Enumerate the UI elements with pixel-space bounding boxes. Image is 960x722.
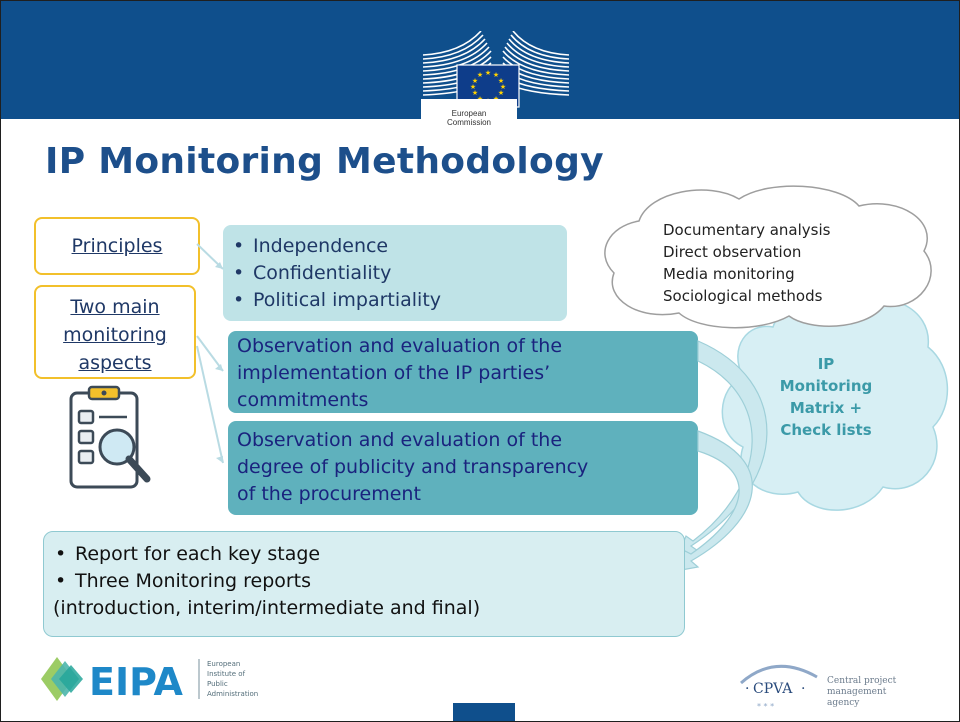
- ec-logo-text-line2: Commission: [446, 118, 491, 127]
- ec-logo-text: European Commission: [429, 109, 509, 127]
- svg-text:★: ★: [472, 77, 478, 85]
- ec-logo-label-box: [421, 99, 517, 137]
- aspect-one-box: [228, 331, 698, 413]
- reports-box: [43, 531, 685, 637]
- clipboard-magnifier-icon: [69, 385, 151, 489]
- list-item: •Confidentiality: [233, 262, 392, 284]
- aspect-two-box: [228, 421, 698, 515]
- aspects-label-line1: Two main: [70, 296, 160, 318]
- eipa-sub4: Administration: [207, 690, 258, 698]
- aspect-two-text: Observation and evaluation of the degree…: [237, 427, 693, 508]
- eipa-sub2: Institute of: [207, 670, 246, 678]
- eipa-logo-icon: EIPA European Institute of Public Admini…: [41, 657, 258, 704]
- cpva-sub3: agency: [827, 698, 860, 708]
- aspects-label-line2: monitoring: [63, 324, 167, 346]
- principle-text: Confidentiality: [253, 262, 392, 284]
- european-commission-logo-icon: ★ ★ ★ ★ ★ ★ ★ ★ ★ ★ ★ ★: [422, 31, 570, 108]
- aspect-one-line3: commitments: [237, 389, 369, 411]
- aspect-two-line2: degree of publicity and transparency: [237, 456, 589, 478]
- method-item: Media monitoring: [663, 265, 795, 283]
- aspect-one-line2: implementation of the IP parties’: [237, 362, 551, 384]
- cpva-sub2: management: [827, 687, 887, 697]
- principles-list: •Independence •Confidentiality •Politica…: [229, 233, 441, 314]
- svg-text:★: ★: [500, 83, 506, 91]
- list-item: •Three Monitoring reports: [55, 570, 312, 592]
- report-text: Report for each key stage: [75, 543, 321, 565]
- principles-label[interactable]: Principles: [34, 217, 200, 275]
- methods-cloud-shape: [604, 185, 932, 329]
- arrow-principles: [196, 243, 224, 270]
- principle-text: Independence: [253, 235, 389, 257]
- eipa-sub3: Public: [207, 680, 228, 688]
- arrow-aspect-two: [196, 345, 224, 464]
- ec-logo-text-line1: European: [451, 109, 487, 118]
- svg-text:★: ★: [498, 89, 504, 97]
- method-item: Sociological methods: [663, 287, 823, 305]
- svg-text:·: ·: [745, 681, 750, 697]
- aspects-label-line3: aspects: [78, 352, 152, 374]
- matrix-line3: Matrix +: [789, 399, 863, 417]
- list-item: •Political impartiality: [233, 289, 442, 311]
- aspect-two-line3: of the procurement: [237, 483, 421, 505]
- page-title: IP Monitoring Methodology: [45, 141, 604, 182]
- method-item: Documentary analysis: [663, 221, 831, 239]
- aspect-one-line1: Observation and evaluation of the: [237, 335, 563, 357]
- svg-text:★: ★: [498, 77, 504, 85]
- method-item: Direct observation: [663, 243, 802, 261]
- report-text: Three Monitoring reports: [75, 570, 312, 592]
- matrix-cloud-text: IP Monitoring Matrix + Check lists: [771, 353, 881, 441]
- list-item: •Independence: [233, 235, 389, 257]
- svg-text:★: ★: [493, 71, 499, 79]
- list-item: •Report for each key stage: [55, 543, 321, 565]
- svg-text:★: ★: [477, 71, 483, 79]
- eipa-name: EIPA: [89, 660, 183, 704]
- aspect-two-line1: Observation and evaluation of the: [237, 429, 563, 451]
- matrix-line1: IP: [817, 355, 835, 373]
- aspect-one-text: Observation and evaluation of the implem…: [237, 333, 689, 414]
- svg-text:★: ★: [470, 83, 476, 91]
- cpva-logo-icon: · CPVA · * * * Central project managemen…: [740, 664, 897, 711]
- principles-box: [223, 225, 567, 321]
- svg-text:·: ·: [801, 681, 805, 697]
- matrix-line4: Check lists: [780, 421, 872, 439]
- monitoring-aspects-label[interactable]: Two main monitoring aspects: [34, 285, 196, 379]
- reports-note: (introduction, interim/intermediate and …: [53, 597, 481, 619]
- svg-text:★: ★: [472, 89, 478, 97]
- matrix-line2: Monitoring: [779, 377, 873, 395]
- eipa-sub1: European: [207, 660, 240, 668]
- svg-text:* * *: * * *: [757, 702, 774, 711]
- principle-text: Political impartiality: [253, 289, 442, 311]
- methods-cloud-text: Documentary analysis Direct observation …: [663, 219, 830, 307]
- cpva-sub1: Central project: [827, 676, 897, 686]
- arrow-aspect-one: [196, 335, 224, 372]
- svg-text:★: ★: [485, 69, 491, 77]
- cpva-name: CPVA: [753, 681, 793, 697]
- bottom-tab: [453, 703, 515, 721]
- reports-list: •Report for each key stage •Three Monito…: [51, 541, 320, 595]
